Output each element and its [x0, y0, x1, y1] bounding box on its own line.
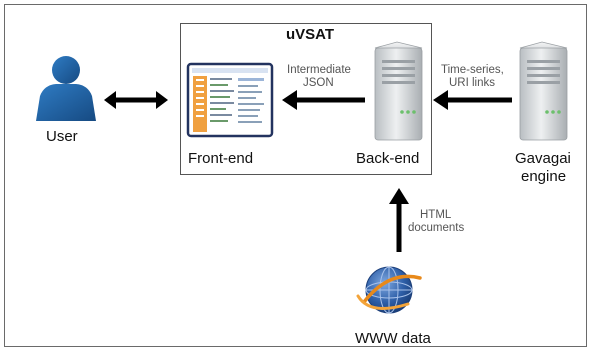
back-end-label: Back-end: [356, 150, 420, 167]
edge-label-html-line2: documents: [408, 222, 465, 234]
user-icon: [36, 56, 96, 121]
gavagai-to-backend-arrow: [433, 90, 512, 110]
www-data-label: WWW data: [355, 330, 431, 347]
user-frontend-double-arrow: [104, 91, 168, 109]
backend-to-frontend-arrow: [282, 90, 365, 110]
web-app-screenshot-icon: [186, 62, 274, 138]
user-label: User: [46, 128, 78, 145]
server-icon: [519, 41, 568, 141]
edge-label-intermediate-line1: Intermediate: [287, 64, 351, 76]
edge-label-time-series-line2: URI links: [449, 77, 496, 89]
system-title: uVSAT: [286, 26, 335, 43]
globe-icon: [356, 266, 422, 314]
gavagai-label-line2: engine: [521, 168, 567, 185]
gavagai-label-line1: Gavagai: [515, 150, 571, 167]
front-end-label: Front-end: [188, 150, 254, 167]
server-icon: [374, 41, 423, 141]
edge-label-intermediate-line2: JSON: [303, 77, 334, 89]
www-to-backend-arrow: [389, 188, 409, 252]
edge-label-html-line1: HTML: [420, 209, 452, 221]
edge-label-time-series-line1: Time-series,: [441, 64, 504, 76]
